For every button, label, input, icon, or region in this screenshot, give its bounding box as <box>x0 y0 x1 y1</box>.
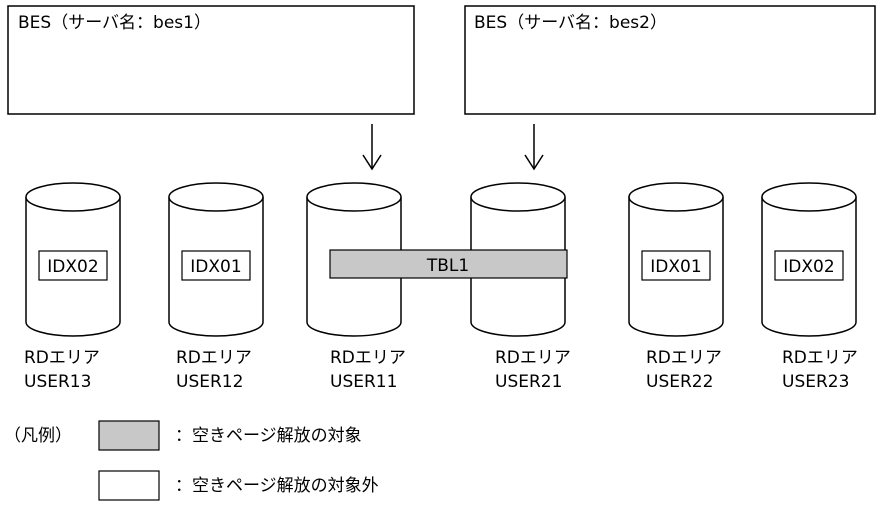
server-box-bes1: BES（サーバ名：bes1） <box>7 5 415 115</box>
index-label: IDX02 <box>47 257 98 277</box>
legend-title: （凡例） <box>4 426 72 446</box>
legend-text-target: ：空きページ解放の対象 <box>175 426 362 446</box>
rdarea-cylinder-user23: IDX02 <box>761 182 857 337</box>
legend-text-nontarget: ：空きページ解放の対象外 <box>175 476 379 496</box>
index-label: IDX01 <box>190 257 241 277</box>
rdarea-label-user22: RDエリア USER22 <box>646 348 722 392</box>
index-box <box>181 250 251 281</box>
rdarea-label-user23: RDエリア USER23 <box>782 348 858 392</box>
legend-swatch-nontarget <box>98 470 160 501</box>
rdarea-cylinder-user12: IDX01 <box>168 182 264 337</box>
index-box <box>774 250 844 281</box>
arrow-bes2-to-user21 <box>524 124 544 171</box>
server-label-bes2: BES（サーバ名：bes2） <box>474 13 667 33</box>
server-label-bes1: BES（サーバ名：bes1） <box>18 13 211 33</box>
index-box <box>38 250 108 281</box>
rdarea-label-user13: RDエリア USER13 <box>24 348 100 392</box>
index-box <box>641 250 711 281</box>
rdarea-label-user12: RDエリア USER12 <box>176 348 252 392</box>
rdarea-label-user11: RDエリア USER11 <box>330 348 406 392</box>
rdarea-cylinder-user22: IDX01 <box>628 182 724 337</box>
table-bar: TBL1 <box>329 249 568 279</box>
arrow-bes1-to-user11 <box>362 124 382 171</box>
legend <box>98 420 160 501</box>
index-label: IDX02 <box>783 257 834 277</box>
legend-swatch-target <box>98 420 160 451</box>
rdarea-cylinder-user11 <box>306 182 402 337</box>
rdarea-cylinders: IDX02 IDX01 IDX01 IDX02 <box>25 182 857 337</box>
server-box-bes2: BES（サーバ名：bes2） <box>464 5 876 115</box>
index-label: IDX01 <box>650 257 701 277</box>
rdarea-label-user21: RDエリア USER21 <box>495 348 571 392</box>
table-label: TBL1 <box>426 256 469 276</box>
rdarea-cylinder-user13: IDX02 <box>25 182 121 337</box>
